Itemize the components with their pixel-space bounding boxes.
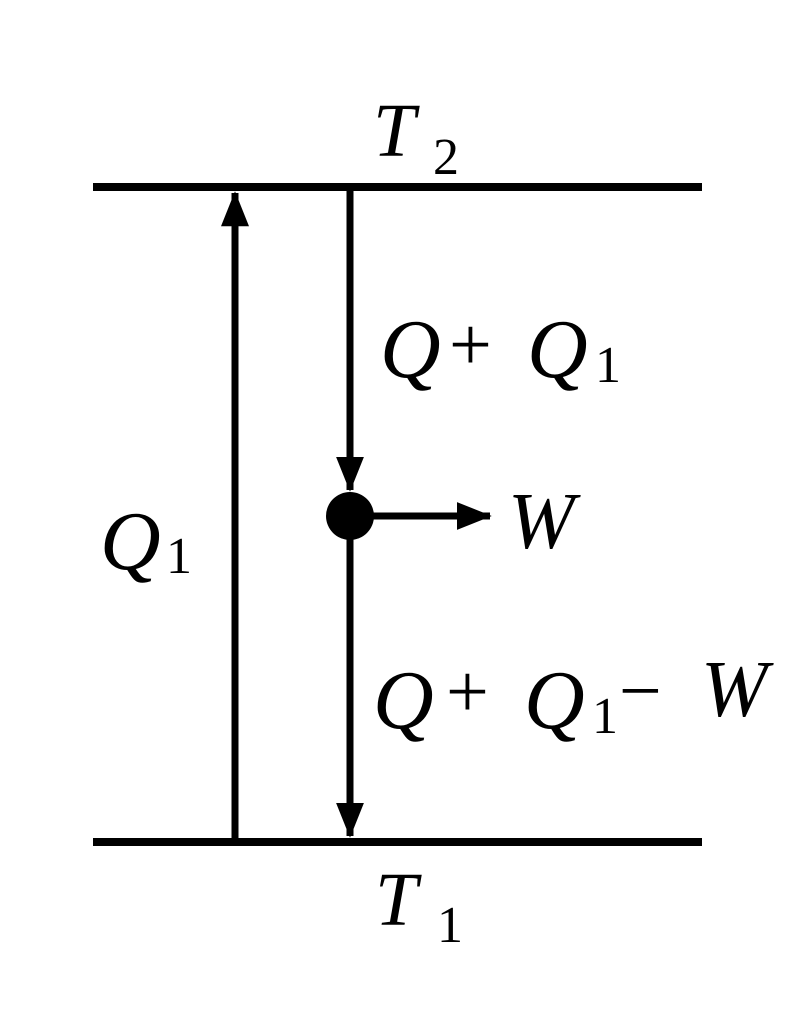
engine-node: [326, 492, 374, 540]
work-label: W: [508, 478, 581, 566]
